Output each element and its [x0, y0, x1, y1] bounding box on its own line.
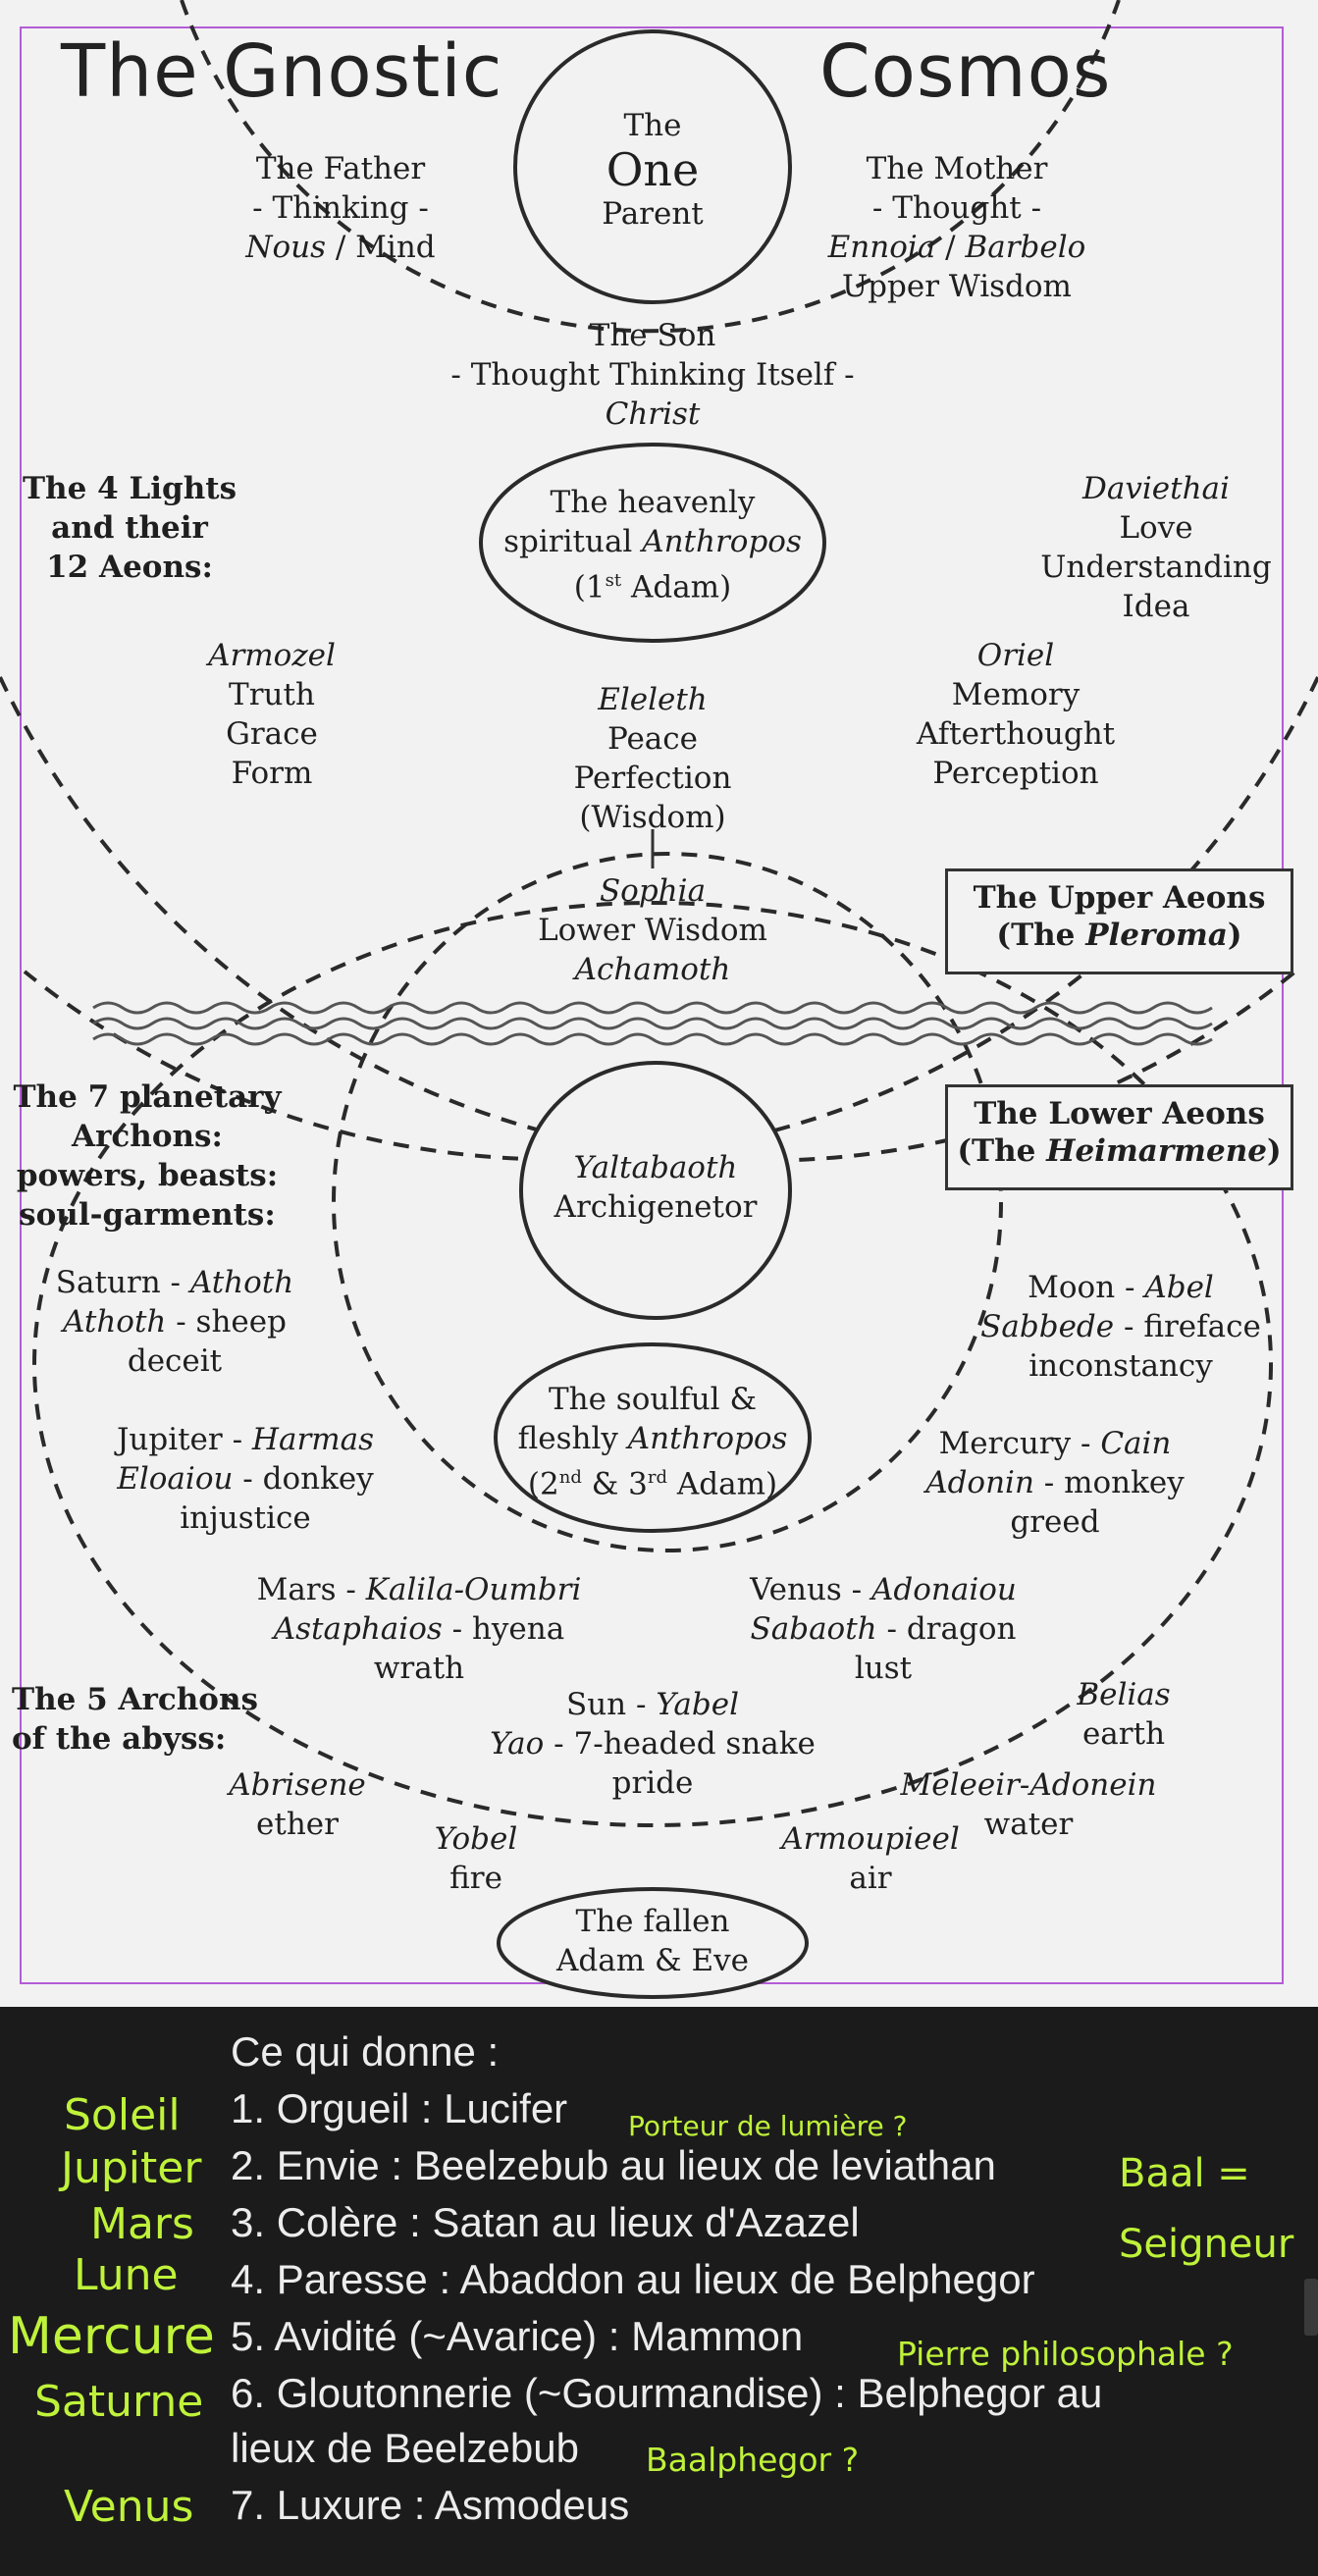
lower-aeons-box: The Lower Aeons (The Heimarmene)	[945, 1084, 1293, 1190]
belias-label: Belias earth	[1077, 1677, 1171, 1752]
diagram-lines	[0, 0, 1318, 1999]
wave-line-3	[92, 1032, 1213, 1046]
daviethai-label: Daviethai Love Understanding Idea	[1040, 471, 1272, 624]
eleleth-label: Eleleth Peace Perfection (Wisdom)	[573, 682, 732, 835]
anthropos1-label: The heavenly spiritual Anthropos (1st Ad…	[503, 485, 802, 605]
armozel-label: Armozel Truth Grace Form	[208, 638, 336, 791]
wave-line-1	[92, 1001, 1213, 1015]
baal-note-2: Seigneur	[1119, 2222, 1294, 2267]
yobel-label: Yobel fire	[434, 1821, 518, 1896]
sin-item: lieux de Beelzebub	[231, 2425, 579, 2471]
planet-note: Jupiter	[61, 2143, 202, 2193]
title-right: Cosmos	[819, 29, 1112, 114]
yaltabaoth-circle	[519, 1061, 792, 1320]
inner-lower-circle	[332, 852, 1003, 1552]
mars-label: Mars - Kalila-Oumbri Astaphaios - hyena …	[256, 1572, 582, 1686]
saturn-label: Saturn - Athoth Athoth - sheep deceit	[55, 1265, 294, 1379]
fallen-oval	[497, 1887, 809, 1999]
yaltabaoth-label: Yaltabaoth Archigenetor	[554, 1150, 758, 1225]
anthropos1-oval	[479, 443, 826, 643]
four-lights-label: The 4 Lights and their 12 Aeons:	[22, 471, 237, 585]
lower-aeons-circle	[32, 901, 1273, 1827]
planet-note: Soleil	[64, 2090, 181, 2140]
title-left: The Gnostic	[61, 29, 503, 114]
notes-intro: Ce qui donne :	[231, 2028, 500, 2075]
oriel-label: Oriel Memory Afterthought Perception	[916, 638, 1116, 791]
meleeir-adonein-label: Meleeir-Adonein water	[900, 1767, 1157, 1842]
anthropos23-oval	[494, 1342, 812, 1533]
fallen-adam-eve-label: The fallen Adam & Eve	[556, 1904, 749, 1978]
baal-note-1: Baal =	[1119, 2151, 1250, 2196]
planet-note: Venus	[64, 2482, 194, 2532]
mercury-label: Mercury - Cain Adonin - monkey greed	[925, 1426, 1185, 1540]
planet-note: Mars	[90, 2199, 194, 2249]
one-parent: The One Parent	[602, 108, 704, 232]
upper-aeons-arc	[180, 0, 1121, 334]
pierre-note: Pierre philosophale ?	[897, 2335, 1234, 2373]
sin-item: 5. Avidité (~Avarice) : Mammon	[231, 2313, 804, 2359]
sin-item: 2. Envie : Beelzebub au lieux de leviath…	[231, 2142, 996, 2188]
sin-item: 1. Orgueil : Lucifer	[231, 2085, 568, 2131]
upper-aeons-box: The Upper Aeons (The Pleroma)	[945, 868, 1293, 974]
planet-note: Lune	[74, 2250, 179, 2300]
venus-label: Venus - Adonaiou Sabaoth - dragon lust	[750, 1572, 1017, 1686]
father-label: The Father - Thinking - Nous / Mind	[245, 151, 436, 265]
notes-panel: Ce qui donne : 1. Orgueil : Lucifer 2. E…	[0, 2007, 1318, 2576]
sun-label: Sun - Yabel Yao - 7-headed snake pride	[490, 1687, 816, 1801]
lucifer-note: Porteur de lumière ?	[628, 2110, 908, 2142]
wave-line-2	[92, 1017, 1213, 1030]
armoupieel-label: Armoupieel air	[781, 1821, 960, 1896]
son-label: The Son - Thought Thinking Itself - Chri…	[450, 318, 855, 432]
planet-note: Saturne	[34, 2377, 204, 2427]
mother-label: The Mother - Thought - Ennoia / Barbelo …	[827, 151, 1086, 304]
abrisene-label: Abrisene ether	[229, 1767, 366, 1842]
scrollbar[interactable]	[1304, 2279, 1318, 2336]
moon-label: Moon - Abel Sabbede - fireface inconstan…	[980, 1270, 1261, 1384]
jupiter-label: Jupiter - Harmas Eloaiou - donkey injust…	[116, 1422, 375, 1536]
sin-item: 7. Luxure : Asmodeus	[231, 2482, 630, 2528]
seven-archons-label: The 7 planetary Archons: powers, beasts:…	[13, 1079, 282, 1233]
planet-note: Mercure	[8, 2307, 215, 2366]
five-archons-label: The 5 Archons of the abyss:	[12, 1682, 258, 1757]
sin-item: 6. Gloutonnerie (~Gourmandise) : Belpheg…	[231, 2370, 1103, 2416]
sophia-label: Sophia Lower Wisdom Achamoth	[538, 873, 767, 987]
one-parent-circle	[513, 29, 792, 304]
anthropos23-label: The soulful & fleshly Anthropos (2nd & 3…	[517, 1382, 788, 1502]
baalphegor-note: Baalphegor ?	[646, 2441, 860, 2479]
gnostic-cosmos-diagram: The Gnostic Cosmos The One Parent The Fa…	[0, 0, 1318, 2007]
sin-item: 4. Paresse : Abaddon au lieux de Belpheg…	[231, 2256, 1035, 2302]
sin-item: 3. Colère : Satan au lieux d'Azazel	[231, 2199, 860, 2245]
